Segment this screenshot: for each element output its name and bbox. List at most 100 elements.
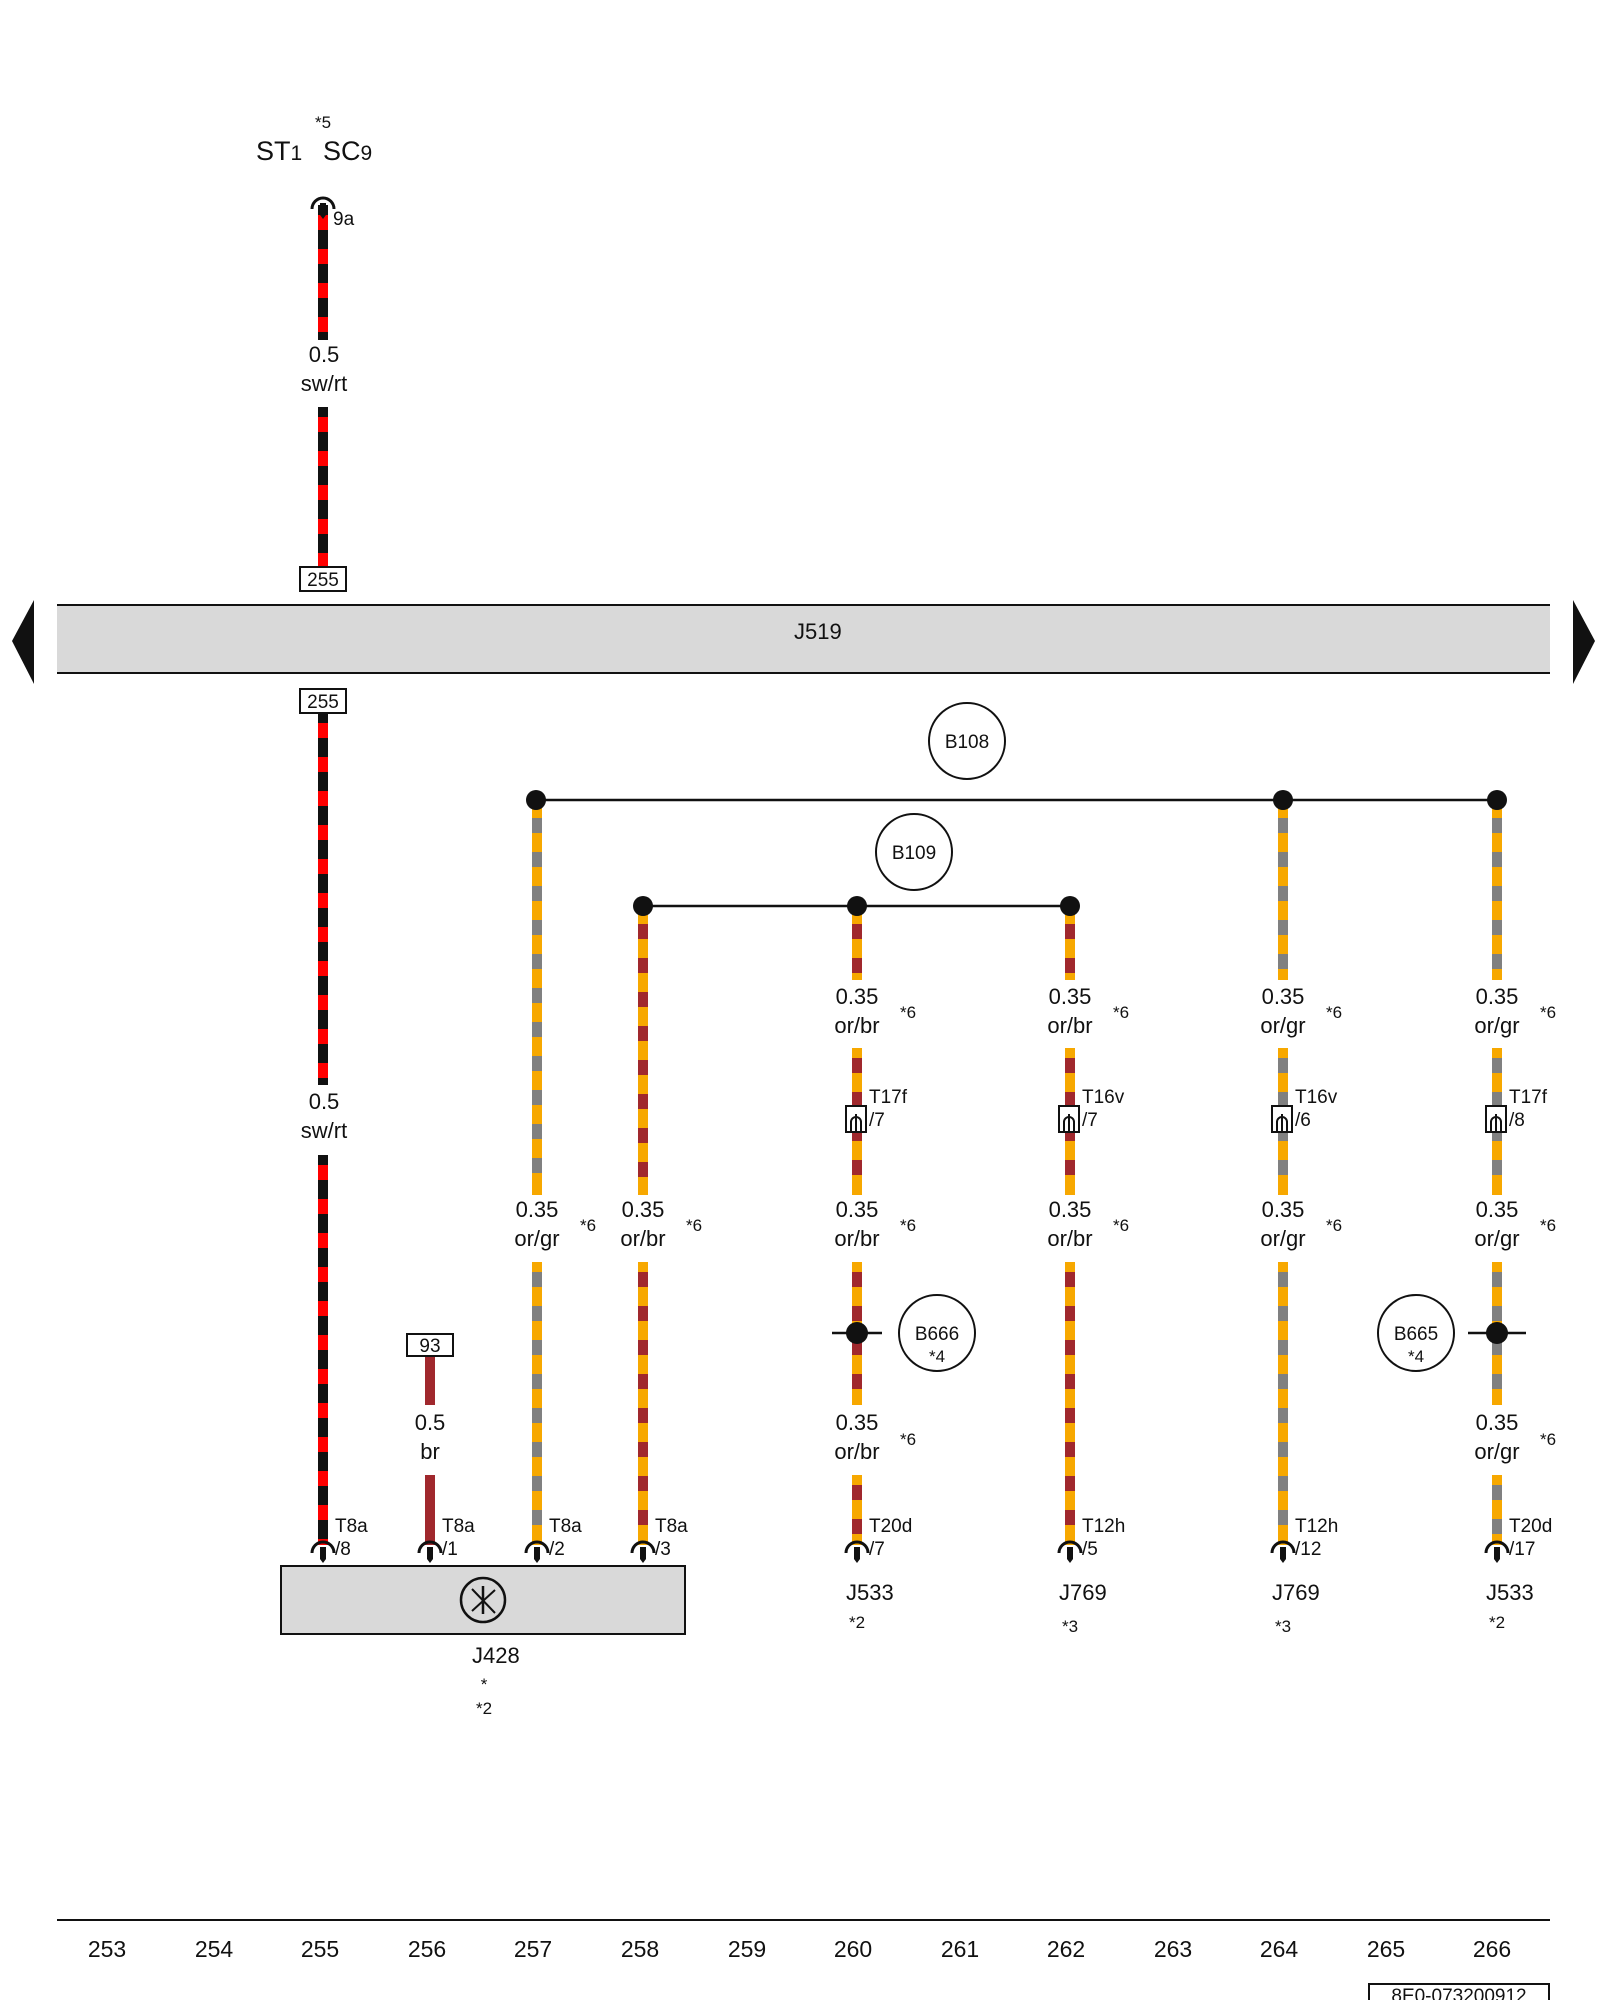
bus-ref-bottom-label: 255 xyxy=(307,692,339,713)
page-left-arrow-icon[interactable] xyxy=(12,600,34,684)
grid-number: 262 xyxy=(1047,1936,1085,1962)
component-label: J xyxy=(846,1580,857,1605)
wire-or-br-262-c[interactable] xyxy=(1065,1262,1075,1545)
connector-pin-icon xyxy=(524,1540,550,1563)
control-unit-bus[interactable]: J519 xyxy=(57,604,1550,674)
svg-text:J533: J533 xyxy=(846,1580,894,1605)
wire-color: or/br xyxy=(834,1013,879,1038)
wire-note: *6 xyxy=(686,1216,702,1235)
grid-number: 256 xyxy=(408,1936,446,1962)
grid-number: 255 xyxy=(301,1936,339,1962)
junction-dots xyxy=(526,790,1507,916)
wire-note: *6 xyxy=(900,1003,916,1022)
wire-note: *6 xyxy=(1540,1430,1556,1449)
wire-note: *6 xyxy=(1326,1216,1342,1235)
component-j428-label: J xyxy=(472,1643,483,1668)
ground-point-b665[interactable]: B665 *4 xyxy=(1377,1294,1526,1372)
document-number-box: 8E0-073200912 xyxy=(1368,1983,1550,2000)
wire-sw-rt-bottom[interactable] xyxy=(318,1155,328,1545)
inline-connector-name: T16v xyxy=(1082,1087,1125,1108)
wire-or-gr-266-a[interactable] xyxy=(1492,808,1502,980)
svg-text:J519: J519 xyxy=(794,619,842,644)
wire-ref-93[interactable]: 93 xyxy=(406,1333,454,1357)
wire-labels: 0.35 or/br *6 0.35 or/br *6 0.35 or/gr *… xyxy=(514,984,1556,1464)
inline-connector-t16v-6[interactable]: T16v /6 xyxy=(1271,1087,1338,1133)
ground-point-b666-note: *4 xyxy=(929,1347,945,1366)
junction-dot xyxy=(1060,896,1080,916)
pin-number: /12 xyxy=(1295,1539,1321,1560)
ground-point-b108[interactable]: B108 xyxy=(928,702,1006,780)
wire-or-gr-257-upper[interactable] xyxy=(532,808,542,1195)
wire-note: *6 xyxy=(1326,1003,1342,1022)
wire-size: 0.35 xyxy=(1049,1197,1092,1222)
wire-or-br-260-d[interactable] xyxy=(852,1475,862,1545)
component-label: J xyxy=(1486,1580,1497,1605)
bus-label-number: 519 xyxy=(805,619,842,644)
component-j533-266[interactable]: J533 *2 xyxy=(1486,1580,1534,1632)
pin-symbols xyxy=(310,196,1510,1563)
inline-connector-t17f-8[interactable]: T17f /8 xyxy=(1485,1087,1548,1133)
wire-sw-rt-top[interactable] xyxy=(318,205,328,340)
wire-or-gr-257-lower[interactable] xyxy=(532,1262,542,1545)
component-j533-260[interactable]: J533 *2 xyxy=(846,1580,894,1632)
page-right-arrow-icon[interactable] xyxy=(1573,600,1595,684)
bus-ref-top[interactable]: 255 xyxy=(299,566,347,592)
wire-or-br-262-a[interactable] xyxy=(1065,914,1075,980)
pin-number: /8 xyxy=(335,1539,351,1560)
connector-pin-icon xyxy=(310,1540,336,1563)
wire-note: *6 xyxy=(900,1430,916,1449)
component-note: *2 xyxy=(849,1613,865,1632)
inline-connector-t16v-7[interactable]: T16v /7 xyxy=(1058,1087,1125,1133)
ground-point-b108-label: B108 xyxy=(945,732,989,753)
wire-color: or/br xyxy=(1047,1226,1092,1251)
wire-note: *6 xyxy=(900,1216,916,1235)
grid-number: 259 xyxy=(728,1936,766,1962)
component-j769-262[interactable]: J769 *3 xyxy=(1059,1580,1107,1636)
wire-or-gr-264-a[interactable] xyxy=(1278,808,1288,980)
wire-color: or/br xyxy=(620,1226,665,1251)
wire-or-br-260-a[interactable] xyxy=(852,914,862,980)
wire-size: 0.35 xyxy=(1476,1410,1519,1435)
component-j428[interactable]: J428 * *2 xyxy=(280,1565,686,1718)
component-number: 533 xyxy=(857,1580,894,1605)
grid-number: 265 xyxy=(1367,1936,1405,1962)
connector-pin-icon xyxy=(844,1540,870,1563)
fuse-note: *5 xyxy=(315,113,331,132)
wire-256-color: br xyxy=(420,1439,440,1464)
pin-number: /5 xyxy=(1082,1539,1098,1560)
wire-size: 0.35 xyxy=(622,1197,665,1222)
bus-ref-top-label: 255 xyxy=(307,570,339,591)
sensor-symbol-icon xyxy=(459,1576,507,1624)
inline-connector-pin: /8 xyxy=(1509,1110,1525,1131)
wire-size: 0.35 xyxy=(1476,984,1519,1009)
inline-connector-t17f-7[interactable]: T17f /7 xyxy=(845,1087,908,1133)
junction-dot xyxy=(633,896,653,916)
wire-or-gr-266-d[interactable] xyxy=(1492,1475,1502,1545)
ground-point-b666[interactable]: B666 *4 xyxy=(832,1294,976,1372)
component-j769-264[interactable]: J769 *3 xyxy=(1272,1580,1320,1636)
wire-color: or/br xyxy=(834,1439,879,1464)
inline-connector-name: T17f xyxy=(869,1087,908,1108)
wire-size: 0.35 xyxy=(516,1197,559,1222)
ground-point-b109[interactable]: B109 xyxy=(875,813,953,891)
wire-br-256-top[interactable] xyxy=(425,1356,435,1405)
wire-or-gr-264-c[interactable] xyxy=(1278,1262,1288,1545)
wire-br-256-bottom[interactable] xyxy=(425,1475,435,1545)
wire-or-br-258-lower[interactable] xyxy=(638,1262,648,1545)
bus-ref-bottom[interactable]: 255 xyxy=(299,688,347,714)
pin-connector-name: T8a xyxy=(549,1516,582,1537)
pin-connector-name: T8a xyxy=(335,1516,368,1537)
component-number: 769 xyxy=(1283,1580,1320,1605)
wire-color: or/br xyxy=(834,1226,879,1251)
svg-text:J769: J769 xyxy=(1059,1580,1107,1605)
ground-point-b665-label: B665 xyxy=(1394,1324,1438,1345)
grid-number: 253 xyxy=(88,1936,126,1962)
wire-sw-rt-upper[interactable] xyxy=(318,407,328,567)
wire-or-br-258-upper[interactable] xyxy=(638,914,648,1195)
wire-sw-rt-lower[interactable] xyxy=(318,713,328,1085)
inline-connector-pin: /7 xyxy=(1082,1110,1098,1131)
wire-size: 0.35 xyxy=(836,1410,879,1435)
inline-connector-pin: /6 xyxy=(1295,1110,1311,1131)
wire-ref-93-label: 93 xyxy=(419,1336,440,1357)
component-j428-note2: *2 xyxy=(476,1699,492,1718)
